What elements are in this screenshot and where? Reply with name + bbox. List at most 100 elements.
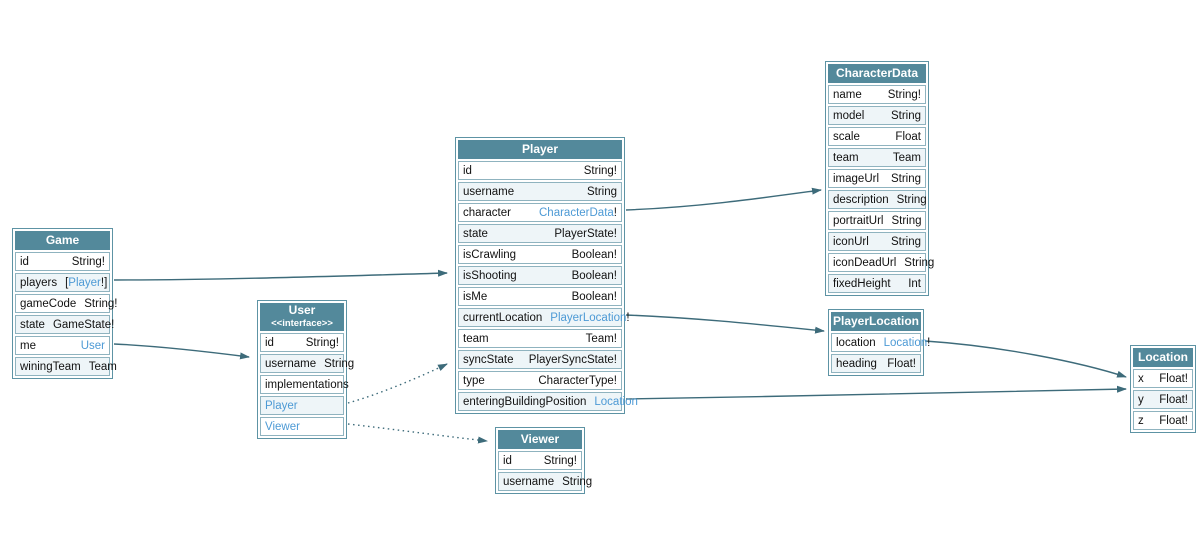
field-type[interactable]: PlayerLocation! bbox=[550, 311, 630, 324]
field-type: Float! bbox=[1159, 372, 1188, 385]
type-link-PlayerLocation[interactable]: PlayerLocation bbox=[550, 311, 627, 324]
field-name: id bbox=[463, 164, 472, 177]
implementation-link-Player[interactable]: Player bbox=[265, 399, 298, 412]
field-name: location bbox=[836, 336, 876, 349]
field-type: Boolean! bbox=[571, 269, 617, 282]
field-type[interactable]: CharacterData! bbox=[539, 206, 617, 219]
edge-PlayerLocation.location-to-Location bbox=[924, 340, 1127, 378]
field-row-game-players: players [Player!] bbox=[15, 273, 110, 292]
table-header-game[interactable]: Game bbox=[15, 231, 110, 250]
field-type: String! bbox=[583, 164, 617, 177]
field-type: Boolean! bbox=[571, 290, 617, 303]
field-type: Team bbox=[892, 151, 921, 164]
field-type[interactable]: User bbox=[81, 340, 105, 352]
field-type: CharacterType! bbox=[538, 374, 617, 387]
field-type: Team! bbox=[585, 332, 617, 345]
edge-Game.players-to-Player bbox=[113, 269, 448, 281]
field-name: players bbox=[20, 276, 58, 289]
table-header-location[interactable]: Location bbox=[1133, 348, 1193, 367]
field-name: name bbox=[833, 88, 862, 101]
field-row-user-Viewer: Viewer bbox=[260, 417, 344, 436]
type-link-User[interactable]: User bbox=[80, 339, 105, 352]
table-title: CharacterData bbox=[835, 66, 919, 80]
type-link-CharacterData[interactable]: CharacterData bbox=[539, 206, 614, 219]
field-type: String! bbox=[305, 336, 339, 349]
field-type: String bbox=[890, 109, 921, 122]
table-title: Viewer bbox=[520, 432, 560, 446]
field-row-user-id: id String! bbox=[260, 333, 344, 352]
field-name: team bbox=[833, 151, 859, 164]
field-name: character bbox=[463, 206, 511, 219]
field-name: type bbox=[463, 374, 485, 387]
field-row-characterData-team: team Team bbox=[828, 148, 926, 167]
table-header-viewer[interactable]: Viewer bbox=[498, 430, 582, 449]
table-header-characterData[interactable]: CharacterData bbox=[828, 64, 926, 83]
type-link-Location[interactable]: Location bbox=[594, 395, 638, 408]
field-name: iconDeadUrl bbox=[833, 256, 897, 269]
table-header-playerLocation[interactable]: PlayerLocation bbox=[831, 312, 921, 331]
field-name: isMe bbox=[463, 290, 488, 303]
table-playerLocation: PlayerLocation location Location! heading Fl… bbox=[828, 309, 930, 376]
field-name: iconUrl bbox=[833, 235, 869, 248]
field-type: Int bbox=[908, 277, 921, 290]
field-type: String bbox=[896, 193, 927, 206]
field-type: PlayerSyncState! bbox=[528, 353, 617, 366]
field-type[interactable]: [Player!] bbox=[65, 276, 108, 289]
field-name: heading bbox=[836, 357, 877, 370]
field-type[interactable]: Location bbox=[594, 396, 637, 408]
table-header-player[interactable]: Player bbox=[458, 140, 622, 159]
edge-Game.me-to-User bbox=[113, 343, 250, 360]
field-row-player-character: character CharacterData! bbox=[458, 203, 622, 222]
field-row-player-id: id String! bbox=[458, 161, 622, 180]
field-name: fixedHeight bbox=[833, 277, 891, 290]
table-title: Game bbox=[45, 233, 80, 247]
field-name: id bbox=[265, 336, 274, 349]
field-name: enteringBuildingPosition bbox=[463, 395, 587, 408]
field-row-playerLocation-location: location Location! bbox=[831, 333, 930, 352]
field-name: syncState bbox=[463, 353, 514, 366]
type-link-Player[interactable]: Player bbox=[68, 276, 101, 289]
field-row-game-id: id String! bbox=[15, 252, 110, 271]
field-row-game-winingTeam: winingTeam Team bbox=[15, 357, 117, 376]
field-name: y bbox=[1138, 393, 1144, 406]
field-type: String! bbox=[71, 255, 105, 268]
field-type: String! bbox=[887, 88, 921, 101]
field-name: imageUrl bbox=[833, 172, 880, 185]
table-title: User bbox=[288, 303, 316, 317]
field-name: id bbox=[20, 255, 29, 268]
edge-Player.currentLocation-to-PlayerLocation bbox=[625, 314, 825, 334]
field-row-characterData-description: description String bbox=[828, 190, 927, 209]
field-name: state bbox=[463, 227, 488, 240]
field-row-user-Player: Player bbox=[260, 396, 344, 415]
type-link-Location[interactable]: Location bbox=[883, 336, 928, 349]
field-type: Team bbox=[88, 360, 117, 373]
field-type: Float! bbox=[887, 357, 916, 370]
field-name: scale bbox=[833, 130, 860, 143]
field-name: currentLocation bbox=[463, 311, 543, 324]
field-name: id bbox=[503, 454, 512, 467]
field-name: description bbox=[833, 193, 889, 206]
field-name: winingTeam bbox=[20, 360, 81, 373]
field-row-player-currentLocation: currentLocation PlayerLocation! bbox=[458, 308, 630, 327]
table-title: Player bbox=[521, 142, 559, 156]
implementation-link-Viewer[interactable]: Viewer bbox=[265, 420, 300, 433]
field-type[interactable]: Location! bbox=[883, 336, 931, 349]
table-header-user[interactable]: User<<interface>> bbox=[260, 303, 344, 331]
